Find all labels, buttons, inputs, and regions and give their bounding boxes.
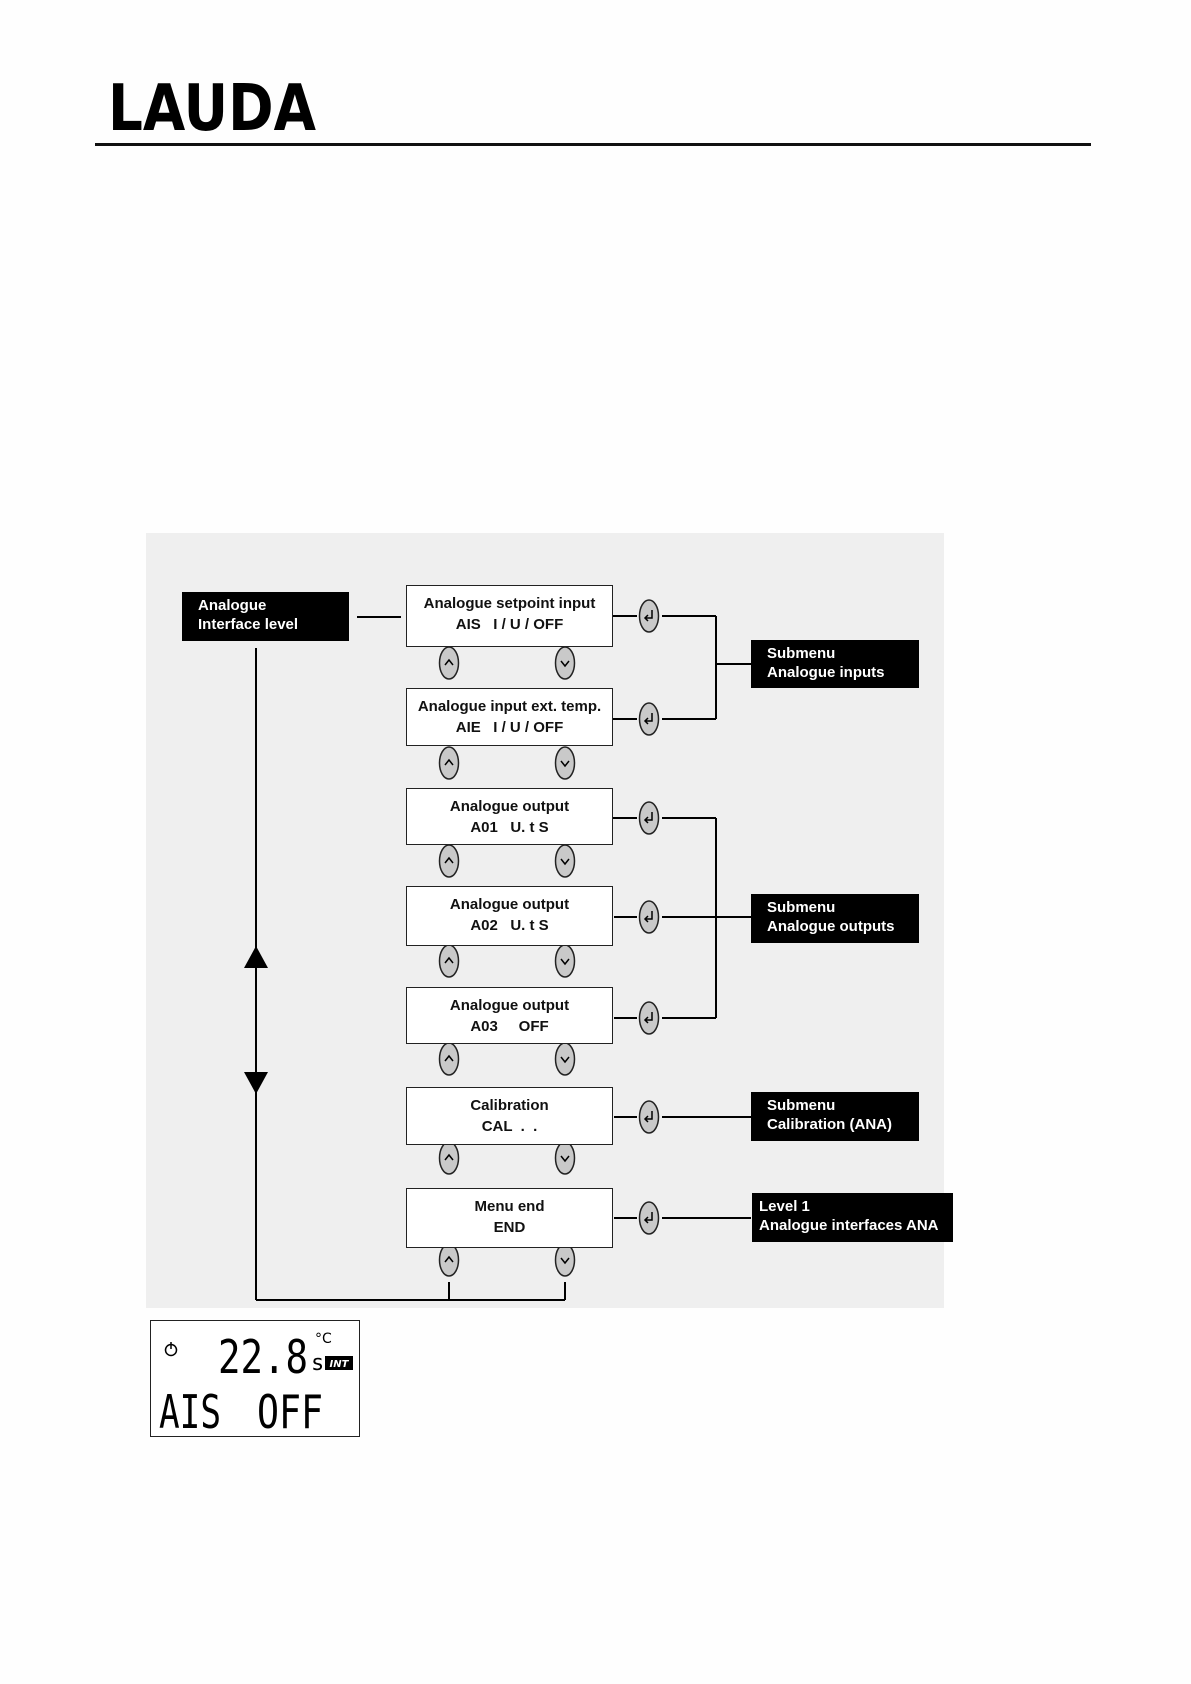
menu-item-value: CAL . . — [481, 1118, 538, 1135]
scroll-up-button-icon[interactable] — [438, 844, 460, 878]
submenu-calibration-ana: Submenu Calibration (ANA) — [751, 1092, 919, 1141]
lauda-logo: LAUDA — [108, 74, 316, 136]
menu-item-title: Analogue input ext. temp. — [417, 698, 602, 715]
menu-item-title: Analogue output — [449, 798, 570, 815]
submenu-line1: Level 1 — [759, 1198, 810, 1215]
menu-item-title: Menu end — [474, 1198, 545, 1215]
scroll-up-button-icon[interactable] — [438, 1243, 460, 1277]
scroll-up-button-icon[interactable] — [438, 1042, 460, 1076]
scroll-down-button-icon[interactable] — [554, 646, 576, 680]
header-divider — [95, 143, 1091, 146]
level1-analogue-interfaces-ana: Level 1 Analogue interfaces ANA — [752, 1193, 953, 1242]
menu-item-value: AIS I / U / OFF — [455, 616, 564, 633]
scroll-up-button-icon[interactable] — [438, 746, 460, 780]
int-badge — [325, 1356, 353, 1370]
enter-button-icon[interactable] — [638, 599, 660, 633]
enter-button-icon[interactable] — [638, 900, 660, 934]
menu-item-analogue-output-a02: Analogue output A02 U. t S — [406, 886, 613, 946]
scroll-down-button-icon[interactable] — [554, 844, 576, 878]
menu-item-analogue-input-ext-temp: Analogue input ext. temp. AIE I / U / OF… — [406, 688, 613, 746]
down-arrow-icon — [244, 1072, 268, 1094]
scroll-down-button-icon[interactable] — [554, 1141, 576, 1175]
menu-item-title: Calibration — [470, 1097, 549, 1114]
submenu-analogue-inputs: Submenu Analogue inputs — [751, 640, 919, 688]
enter-button-icon[interactable] — [638, 702, 660, 736]
menu-item-title: Analogue output — [449, 896, 570, 913]
level-block-line2: Interface level — [198, 616, 299, 633]
submenu-line2: Calibration (ANA) — [767, 1116, 892, 1133]
menu-item-calibration: Calibration CAL . . — [406, 1087, 613, 1145]
menu-item-value: A02 U. t S — [470, 917, 549, 934]
scroll-down-button-icon[interactable] — [554, 1243, 576, 1277]
submenu-line1: Submenu — [767, 1097, 836, 1114]
menu-item-title: Analogue output — [449, 997, 570, 1014]
scroll-down-button-icon[interactable] — [554, 944, 576, 978]
enter-button-icon[interactable] — [638, 1001, 660, 1035]
temperature-unit: °C — [315, 1331, 332, 1347]
enter-button-icon[interactable] — [638, 1100, 660, 1134]
scroll-up-button-icon[interactable] — [438, 944, 460, 978]
scroll-up-button-icon[interactable] — [438, 646, 460, 680]
submenu-line1: Submenu — [767, 645, 836, 662]
scroll-down-button-icon[interactable] — [554, 1042, 576, 1076]
menu-item-value: END — [493, 1219, 526, 1236]
submenu-line2: Analogue inputs — [767, 664, 885, 681]
submenu-analogue-outputs: Submenu Analogue outputs — [751, 894, 919, 943]
submenu-line1: Submenu — [767, 899, 836, 916]
menu-item-analogue-setpoint-input: Analogue setpoint input AIS I / U / OFF — [406, 585, 613, 647]
temperature-suffix: s — [311, 1351, 324, 1376]
parameter-code: AIS — [159, 1385, 221, 1435]
menu-item-value: A01 U. t S — [470, 819, 549, 836]
menu-item-title: Analogue setpoint input — [423, 595, 596, 612]
menu-item-analogue-output-a01: Analogue output A01 U. t S — [406, 788, 613, 845]
menu-item-analogue-output-a03: Analogue output A03 OFF — [406, 987, 613, 1044]
logo-text: LAUDA — [108, 74, 316, 136]
menu-item-value: A03 OFF — [470, 1018, 549, 1035]
submenu-line2: Analogue outputs — [767, 918, 895, 935]
up-arrow-icon — [244, 946, 268, 968]
enter-button-icon[interactable] — [638, 1201, 660, 1235]
menu-item-menu-end: Menu end END — [406, 1188, 613, 1248]
int-badge-text: INT — [330, 1359, 350, 1370]
menu-item-value: AIE I / U / OFF — [455, 719, 564, 736]
enter-button-icon[interactable] — [638, 801, 660, 835]
temperature-readout: 22.8 — [218, 1330, 308, 1384]
scroll-down-button-icon[interactable] — [554, 746, 576, 780]
device-lcd-display: 22.8 s °C INT AIS OFF — [150, 1320, 360, 1437]
scroll-up-button-icon[interactable] — [438, 1141, 460, 1175]
analogue-interface-level-block: Analogue Interface level — [182, 592, 349, 641]
parameter-value: OFF — [257, 1385, 323, 1435]
level-block-line1: Analogue — [198, 597, 267, 614]
power-standby-icon — [164, 1342, 178, 1357]
submenu-line2: Analogue interfaces ANA — [759, 1217, 939, 1234]
